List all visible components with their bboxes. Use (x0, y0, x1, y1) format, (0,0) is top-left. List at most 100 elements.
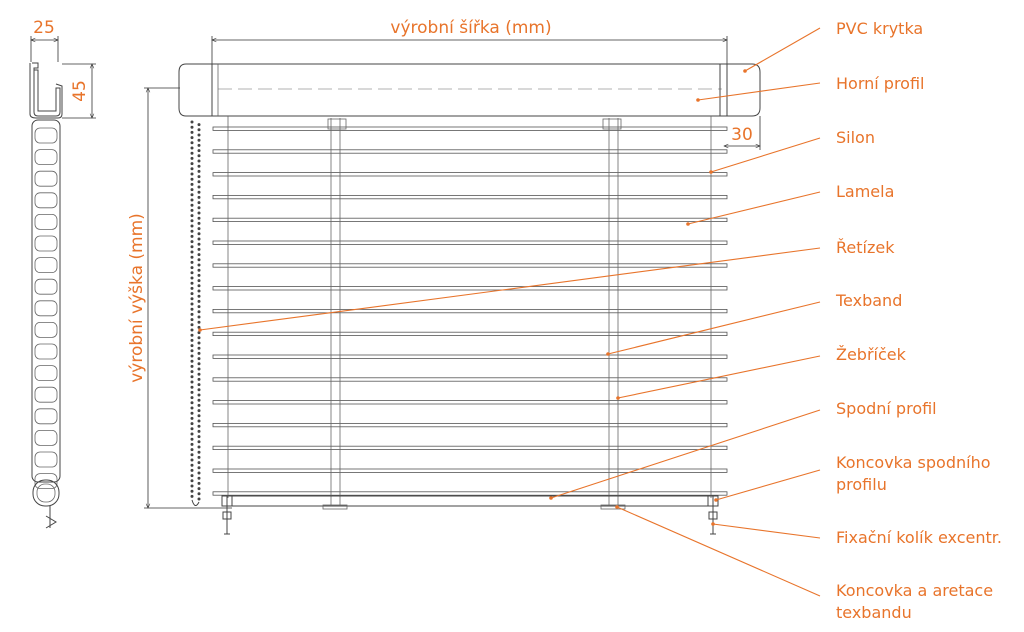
chain-bead (190, 136, 194, 140)
slat (212, 194, 728, 200)
chain-bead (197, 128, 201, 132)
chain-bead (190, 338, 194, 342)
slats (212, 126, 728, 496)
chain (190, 120, 201, 506)
chain-bead (197, 206, 201, 210)
chain-bead (197, 461, 201, 465)
chain-bead (197, 487, 201, 491)
leader-top-profile (697, 82, 821, 101)
slat (212, 263, 728, 268)
chain-bead (190, 130, 194, 134)
chain-bead (190, 141, 194, 145)
labels: PVC krytka Horní profil Silon Lamela Řet… (835, 19, 1002, 622)
chain-bead (190, 286, 194, 290)
chain-bead (190, 302, 194, 306)
leader-texband-end (616, 506, 821, 597)
side-slat (34, 429, 58, 446)
chain-bead (197, 284, 201, 288)
chain-bead (197, 258, 201, 262)
side-slat (34, 149, 58, 166)
chain-bead (190, 344, 194, 348)
side-slat-stack (31, 119, 61, 490)
chain-bead (190, 427, 194, 431)
chain-bead (197, 346, 201, 350)
chain-bead (190, 260, 194, 264)
chain-bead (190, 479, 194, 483)
chain-bead (190, 406, 194, 410)
chain-bead (197, 445, 201, 449)
chain-bead (197, 466, 201, 470)
chain-bead (190, 422, 194, 426)
chain-bead (190, 203, 194, 207)
chain-bead (197, 133, 201, 137)
side-bottom-profile (32, 479, 60, 507)
chain-bead (190, 312, 194, 316)
chain-bead (190, 375, 194, 379)
chain-bead (190, 463, 194, 467)
chain-bead (197, 123, 201, 127)
chain-bead (197, 221, 201, 225)
side-slat (34, 257, 58, 274)
slat (212, 331, 728, 337)
label-ladder: Žebříček (836, 345, 907, 364)
chain-bead (190, 359, 194, 363)
chain-bead (190, 292, 194, 296)
chain-loop (191, 499, 200, 506)
width-label: výrobní šířka (mm) (390, 18, 551, 38)
chain-bead (197, 497, 201, 501)
chain-bead (197, 414, 201, 418)
chain-bead (190, 281, 194, 285)
chain-bead (197, 299, 201, 303)
chain-bead (190, 219, 194, 223)
chain-bead (190, 240, 194, 244)
chain-bead (197, 253, 201, 257)
chain-bead (197, 398, 201, 402)
chain-bead (197, 138, 201, 142)
fix-pin-right (708, 506, 718, 535)
chain-bead (197, 403, 201, 407)
chain-bead (190, 182, 194, 186)
leader-slat (687, 191, 821, 225)
chain-bead (197, 159, 201, 163)
chain-bead (190, 474, 194, 478)
fix-pin-left (222, 506, 232, 535)
chain-bead (190, 370, 194, 374)
chain-bead (190, 364, 194, 368)
chain-bead (190, 208, 194, 212)
chain-bead (190, 151, 194, 155)
chain-bead (197, 429, 201, 433)
chain-bead (190, 307, 194, 311)
chain-bead (190, 271, 194, 275)
chain-bead (190, 349, 194, 353)
chain-bead (197, 263, 201, 267)
slat (212, 354, 728, 359)
label-slat: Lamela (836, 182, 894, 201)
chain-bead (190, 156, 194, 160)
side-slat (34, 321, 58, 338)
label-top-profile: Horní profil (836, 74, 924, 93)
chain-bead (197, 237, 201, 241)
chain-bead (197, 294, 201, 298)
chain-bead (190, 120, 194, 124)
chain-bead (197, 149, 201, 153)
chain-bead (190, 167, 194, 171)
chain-bead (197, 216, 201, 220)
chain-bead (190, 125, 194, 129)
chain-bead (190, 172, 194, 176)
top-profile (211, 63, 728, 117)
chain-bead (190, 416, 194, 420)
chain-bead (197, 211, 201, 215)
chain-bead (190, 266, 194, 270)
right-pvc-cap (719, 63, 761, 117)
side-slat (34, 386, 58, 403)
label-bottom-profile: Spodní profil (836, 399, 937, 418)
chain-bead (190, 162, 194, 166)
label-silon: Silon (836, 128, 875, 147)
chain-bead (197, 409, 201, 413)
chain-bead (190, 188, 194, 192)
chain-bead (197, 351, 201, 355)
chain-bead (190, 411, 194, 415)
side-slat (34, 127, 58, 144)
leader-chain (199, 247, 821, 331)
